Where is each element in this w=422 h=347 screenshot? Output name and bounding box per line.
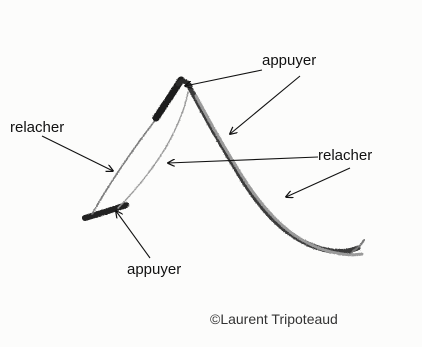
stroke-left-bottom-thick (82, 202, 129, 221)
stroke-left-inner-edge (117, 91, 189, 209)
label-relacher-left: relacher (10, 119, 65, 136)
annotation-arrows (41, 69, 351, 259)
arrow-appuyer-top-to-peak (185, 69, 263, 86)
stroke-left (82, 76, 193, 221)
arrow-appuyer-bottom (116, 211, 151, 259)
label-relacher-right: relacher (318, 147, 373, 164)
stroke-right-flick (351, 239, 365, 253)
stroke-right (187, 85, 365, 257)
stroke-right-dark (187, 85, 361, 254)
arrow-relacher-right-to-tail (286, 167, 351, 197)
arrow-relacher-left (41, 135, 113, 171)
label-appuyer-top: appuyer (262, 52, 317, 69)
label-appuyer-bottom: appuyer (127, 261, 182, 278)
copyright-credit: ©Laurent Tripoteaud (210, 311, 338, 327)
arrow-relacher-right-to-inner (168, 156, 319, 163)
arrow-appuyer-top-to-right-stroke (230, 75, 301, 134)
stroke-right-light (194, 94, 364, 257)
